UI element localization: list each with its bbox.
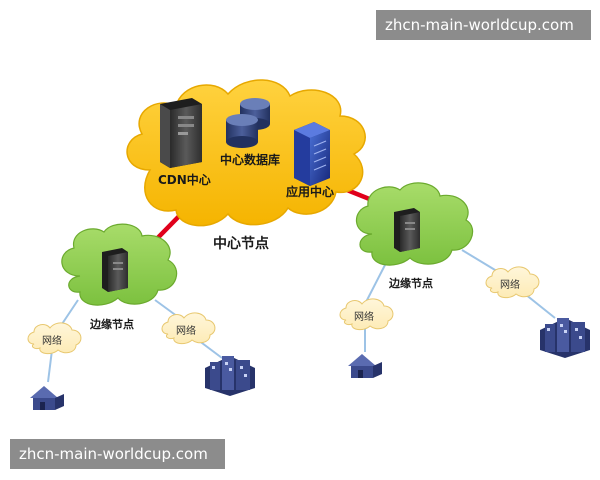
cdn-center-label: CDN中心	[158, 172, 211, 187]
house-icon-right	[348, 354, 382, 378]
app-center-label: 应用中心	[286, 184, 334, 199]
network-label-2: 网络	[176, 324, 196, 337]
network-cloud-4: 网络	[485, 266, 540, 299]
central-node-label: 中心节点	[213, 235, 269, 252]
edge-server-icon-right	[394, 208, 420, 252]
edge-node-right-label: 边缘节点	[388, 276, 433, 290]
building-icon-left	[205, 356, 255, 396]
network-label-1: 网络	[42, 334, 62, 347]
network-cloud-2: 网络	[161, 312, 216, 345]
network-cloud-1: 网络	[27, 322, 82, 355]
app-server-icon	[294, 122, 330, 186]
blue-link-net1-house	[47, 349, 53, 383]
cdn-server-icon	[160, 98, 202, 168]
blue-link-net4-building	[524, 293, 556, 319]
network-label-4: 网络	[500, 278, 520, 291]
central-database-label: 中心数据库	[220, 152, 280, 167]
network-label-3: 网络	[354, 310, 374, 323]
watermark-top: zhcn-main-worldcup.com	[376, 10, 591, 40]
edge-node-left-label: 边缘节点	[89, 317, 134, 331]
house-icon-left	[30, 386, 64, 410]
database-icon	[226, 98, 270, 148]
edge-server-icon-left	[102, 248, 128, 292]
watermark-bottom: zhcn-main-worldcup.com	[10, 439, 225, 469]
network-cloud-3: 网络	[339, 298, 394, 331]
building-icon-right	[540, 318, 590, 358]
blue-link-right-net3	[364, 264, 386, 305]
